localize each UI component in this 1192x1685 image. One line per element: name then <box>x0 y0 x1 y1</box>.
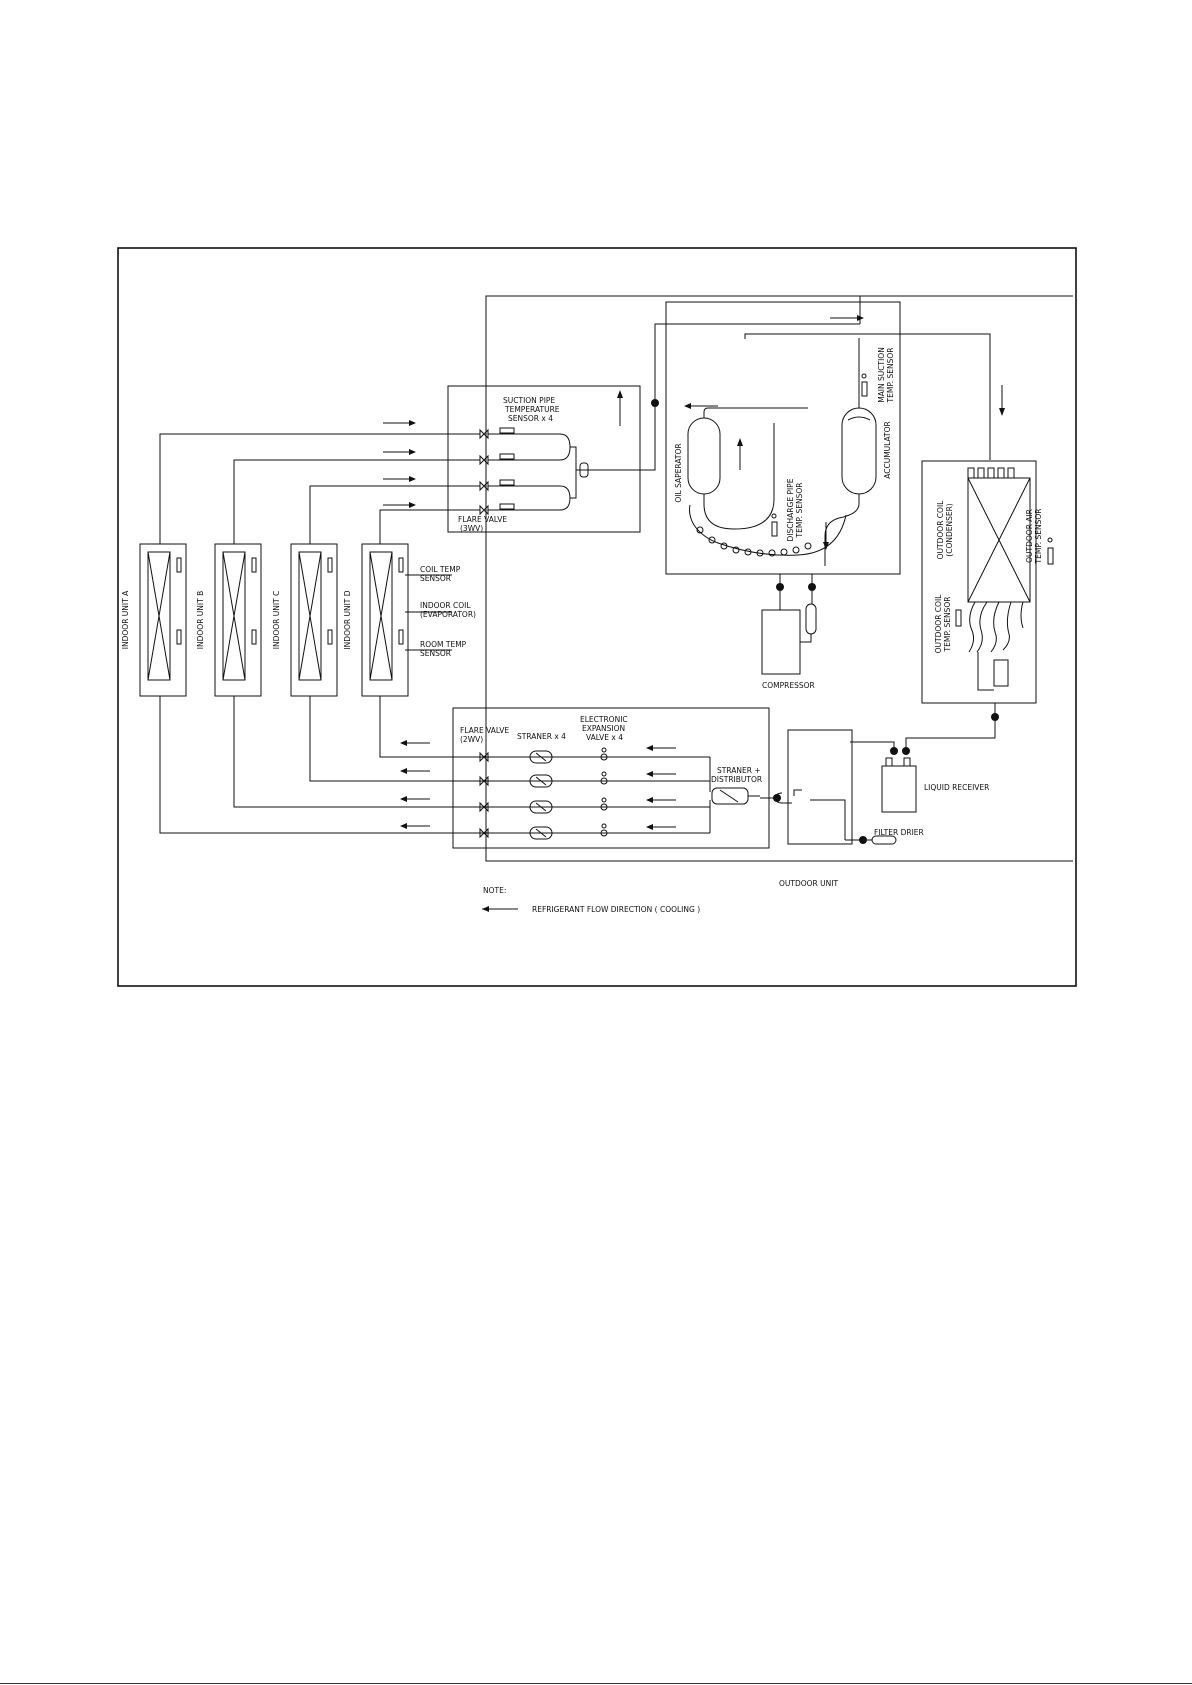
receiver-section-box <box>787 729 853 845</box>
electronic-expansion-valves <box>600 747 608 837</box>
outdoor-coil-label-1: OUTDOOR COIL <box>936 500 945 560</box>
outdoor-coil-sensor-label-2: TEMP. SENSOR <box>943 597 952 653</box>
strainer-label: STRANER x 4 <box>517 732 566 741</box>
outdoor-unit-boundary <box>485 295 1073 862</box>
liquid-flow-arrows <box>400 740 676 830</box>
compressor-section-box <box>665 301 901 575</box>
accumulator-label: ACCUMULATOR <box>883 421 892 479</box>
indoor-unit-c-label: INDOOR UNIT C <box>272 591 281 650</box>
outdoor-air-sensor-label-1: OUTDOOR AIR <box>1025 509 1034 563</box>
eev-label-2: EXPANSION <box>582 724 625 733</box>
discharge-sensor-label-2: TEMP. SENSOR <box>795 483 804 539</box>
eev-label-1: ELECTRONIC <box>580 715 628 724</box>
coil-temp-sensor-label-2: SENSOR <box>420 574 451 583</box>
legend-label: REFRIGERANT FLOW DIRECTION ( COOLING ) <box>532 905 700 914</box>
liquid-receiver <box>850 741 917 813</box>
filter-drier <box>871 835 897 845</box>
flare-valves-2wv <box>479 751 489 839</box>
indoor-unit-b <box>214 543 262 697</box>
outdoor-coil-box <box>921 460 1037 704</box>
room-temp-sensor-label-1: ROOM TEMP <box>420 640 467 649</box>
gas-pipes <box>159 433 480 544</box>
discharge-sensor-label-1: DISCHARGE PIPE <box>786 478 795 541</box>
coil-temp-sensor-label-1: COIL TEMP <box>420 565 461 574</box>
outdoor-unit-label: OUTDOOR UNIT <box>779 879 838 888</box>
strainers <box>529 750 553 840</box>
outdoor-air-sensor-label-2: TEMP. SENSOR <box>1034 509 1043 565</box>
outdoor-coil-sensor-label-1: OUTDOOR COIL <box>934 594 943 654</box>
compressor <box>761 609 801 675</box>
note-label: NOTE: <box>483 886 506 895</box>
flare-valve-2wv-box <box>452 707 770 849</box>
room-temp-sensor-label-2: SENSOR <box>420 649 451 658</box>
suction-sensor-label-2: TEMPERATURE <box>504 405 560 414</box>
suction-pipe-sensors <box>488 427 598 511</box>
drawing-frame <box>117 247 1077 987</box>
suction-sensor-label-1: SUCTION PIPE <box>503 396 555 405</box>
filter-drier-label: FILTER DRIER <box>874 828 924 837</box>
suction-sensor-label-3: SENSOR x 4 <box>508 414 553 423</box>
strainer-distributor-label-1: STRANER + <box>717 766 761 775</box>
strainer-distributor-label-2: DISTRIBUTOR <box>711 775 762 784</box>
accumulator <box>824 338 877 566</box>
indoor-coil-label-1: INDOOR COIL <box>420 601 471 610</box>
capillary-coil-loops <box>696 526 812 557</box>
strainer-distributor <box>709 757 760 833</box>
indoor-unit-d <box>361 543 409 697</box>
oil-separator-label: OIL SAPERATOR <box>674 443 683 502</box>
gas-flow-arrows <box>383 420 416 508</box>
main-suction-sensor-label-2: TEMP. SENSOR <box>886 348 895 404</box>
outdoor-coil-label-2: (CONDENSER) <box>945 503 954 557</box>
liquid-receiver-label: LIQUID RECEIVER <box>924 783 989 792</box>
flare-3wv-label-1: FLARE VALVE <box>458 515 507 524</box>
oil-separator <box>687 407 808 530</box>
outdoor-coil <box>967 467 1031 691</box>
liquid-pipes <box>159 696 710 834</box>
capillary-coil <box>689 504 847 556</box>
compressor-label: COMPRESSOR <box>762 681 815 690</box>
indoor-unit-c <box>290 543 338 697</box>
flare-2wv-label-2: (2WV) <box>460 735 483 744</box>
flare-2wv-label-1: FLARE VALVE <box>460 726 509 735</box>
main-suction-sensor-label-1: MAIN SUCTION <box>877 347 886 403</box>
indoor-unit-a-label: INDOOR UNIT A <box>121 590 130 649</box>
indoor-coil-label-2: (EVAPORATOR) <box>420 610 476 619</box>
indoor-unit-d-label: INDOOR UNIT D <box>343 590 352 649</box>
flare-valve-3wv-box <box>447 385 641 533</box>
page-footer-line <box>0 1683 1192 1684</box>
eev-label-3: VALVE x 4 <box>586 733 623 742</box>
flare-3wv-label-2: (3WV) <box>460 524 483 533</box>
indoor-unit-b-label: INDOOR UNIT B <box>196 591 205 649</box>
indoor-unit-a <box>139 543 187 697</box>
flare-valves-3wv <box>479 428 489 516</box>
